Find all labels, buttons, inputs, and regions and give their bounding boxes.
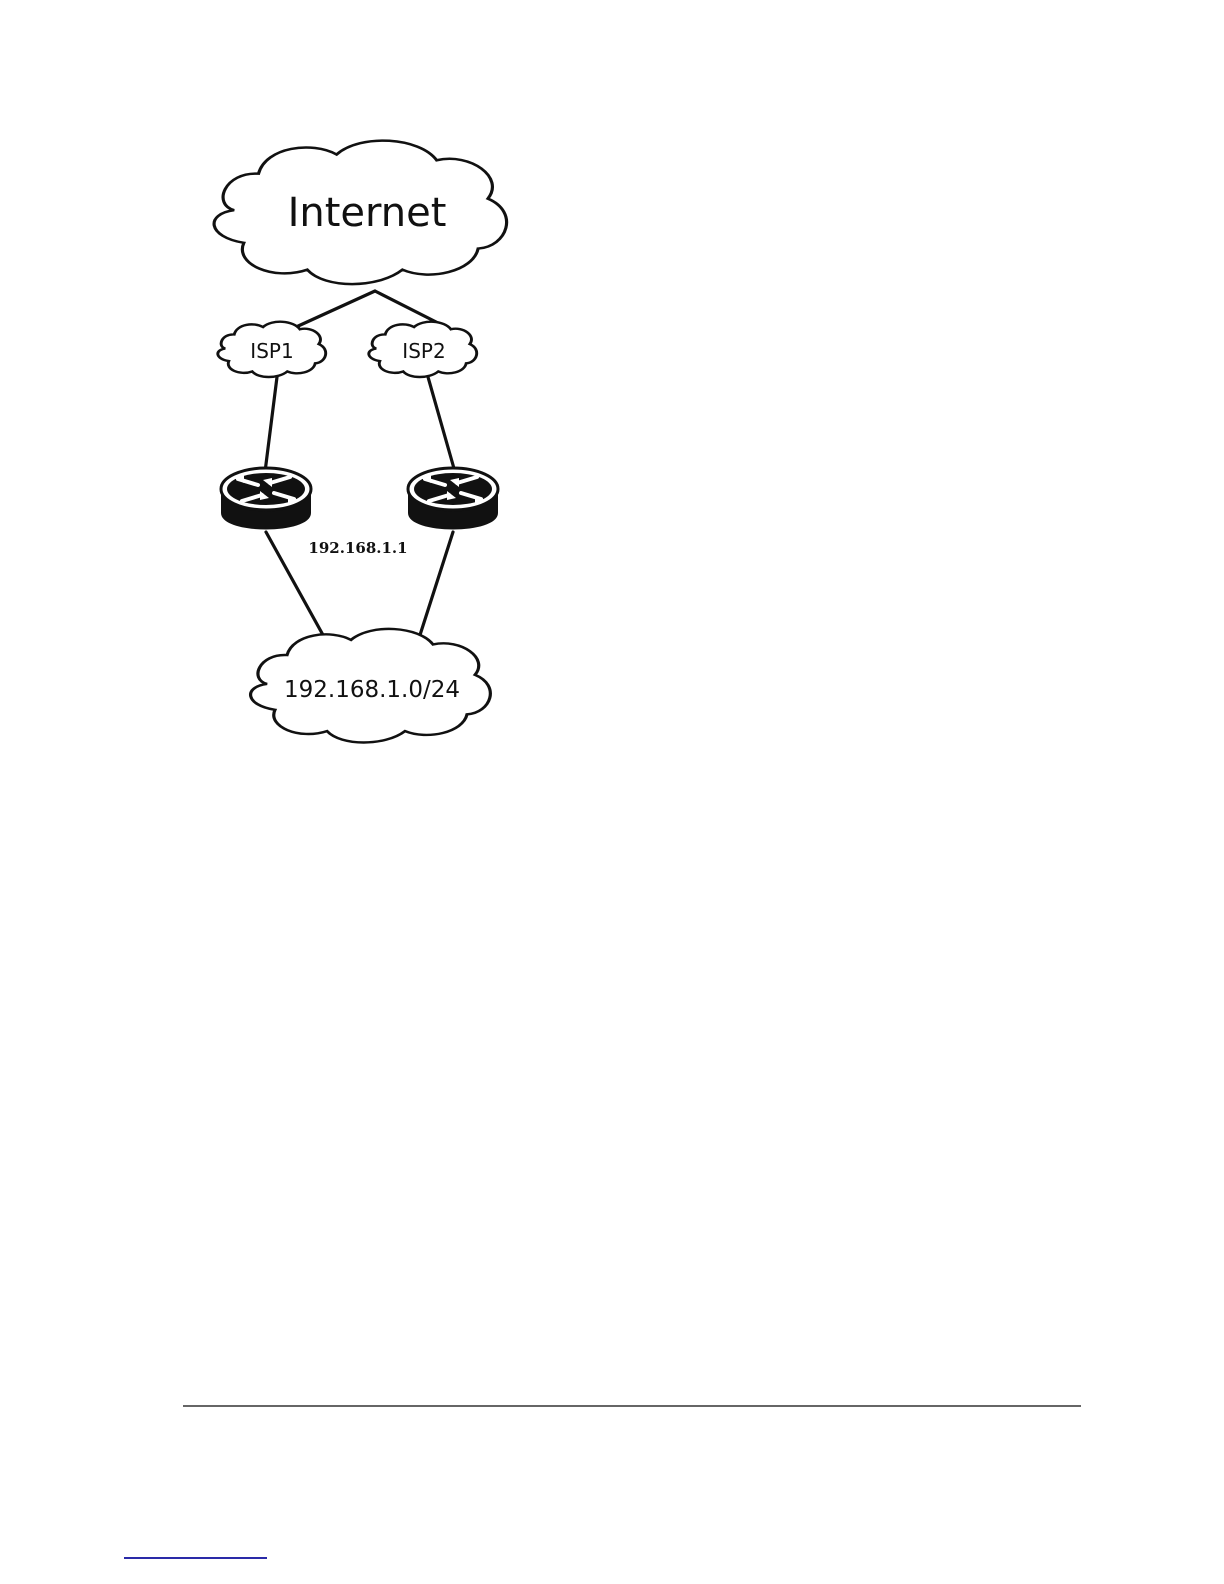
router-icon: [408, 468, 498, 530]
link-internet-isp1: [296, 291, 375, 327]
link-isp1-router1: [265, 377, 277, 472]
internet-label: Internet: [288, 190, 447, 236]
lan-label: 192.168.1.0/24: [284, 677, 460, 703]
link-router2-lan: [420, 532, 453, 635]
footer-divider: [183, 1405, 1081, 1407]
link-isp2-router2: [428, 377, 455, 472]
isp2-label: ISP2: [402, 339, 445, 363]
router-address-label: 192.168.1.1: [308, 539, 407, 557]
footnote-link-underline: [124, 1557, 267, 1559]
isp1-label: ISP1: [250, 339, 293, 363]
router-icon: [221, 468, 311, 530]
network-diagram: Internet ISP1 ISP2: [0, 0, 1224, 800]
